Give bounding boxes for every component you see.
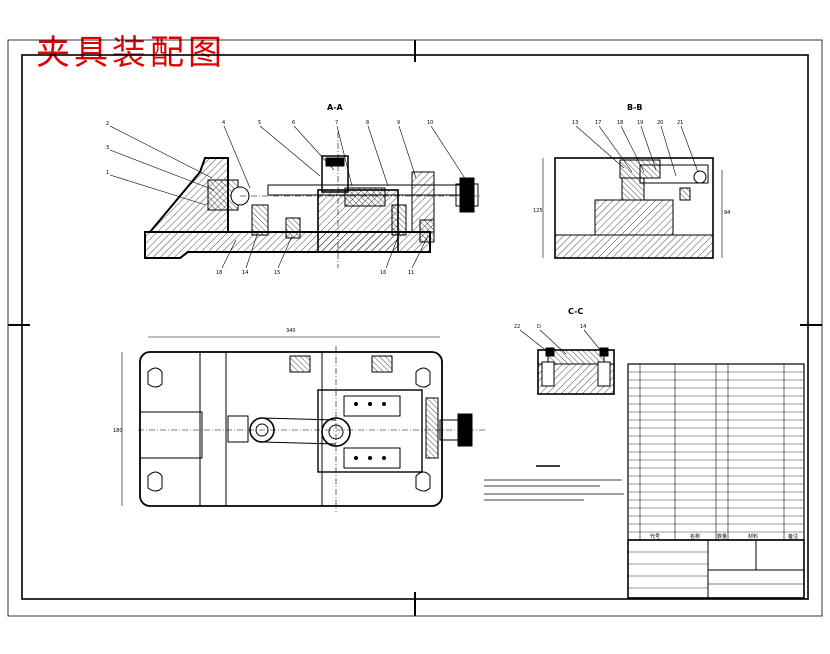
- section-bb-view: [554, 157, 714, 259]
- section-bb-label: B-B: [627, 103, 643, 112]
- callout-17: 17: [595, 120, 601, 126]
- callout-9: 9: [397, 120, 400, 126]
- callout-7: 7: [335, 120, 338, 126]
- callouts-bb: 13 17 18 19 20 21: [572, 120, 683, 126]
- callout-15: 15: [274, 270, 280, 276]
- section-aa-view: [144, 132, 480, 268]
- callout-4: 4: [222, 120, 225, 126]
- section-aa-label: A-A: [327, 103, 344, 112]
- callout-19: 19: [637, 120, 643, 126]
- header-material: 材料: [748, 533, 758, 540]
- plan-small-holes: [354, 402, 386, 460]
- callout-13: 13: [572, 120, 578, 126]
- sheet-inner-border: [21, 54, 809, 600]
- technical-requirements-block: [484, 465, 624, 501]
- header-code: 代号: [650, 533, 660, 540]
- title-block: [627, 539, 805, 599]
- callout-22: 22: [514, 324, 520, 330]
- callout-18: 18: [216, 270, 222, 276]
- callout-8: 8: [366, 120, 369, 126]
- callout-20: 20: [657, 120, 663, 126]
- header-remarks: 备注: [788, 533, 798, 540]
- leader-lines-cc: [519, 329, 603, 355]
- bb-dim-left: 125: [533, 208, 543, 214]
- callout-5: 5: [258, 120, 261, 126]
- parts-list-headers: 代号 名称 数量 材料 备注: [650, 533, 798, 540]
- section-cc-label: C-C: [568, 307, 583, 316]
- callout-14b: 14: [580, 324, 586, 330]
- callout-10: 10: [427, 120, 433, 126]
- callout-21: 21: [677, 120, 683, 126]
- callout-6: 6: [292, 120, 295, 126]
- callout-14: 14: [242, 270, 248, 276]
- sheet-outer-border: [7, 39, 823, 617]
- callout-11: 11: [408, 270, 414, 276]
- callout-16: 16: [380, 270, 386, 276]
- header-qty: 数量: [717, 533, 727, 540]
- header-name: 名称: [690, 533, 700, 540]
- plan-view: [138, 346, 486, 512]
- plan-dim-height: 180: [113, 428, 123, 434]
- drawing-title: 夹具装配图: [36, 33, 226, 73]
- callout-18b: 18: [617, 120, 623, 126]
- plan-dim-width: 340: [286, 328, 296, 334]
- parts-list-table: [627, 363, 805, 541]
- section-cc-view: [537, 347, 615, 395]
- leader-lines-bb: [575, 125, 699, 177]
- callouts-cc: 22 D 14: [514, 324, 586, 330]
- callout-3: 3: [106, 145, 109, 151]
- centering-marks: [8, 40, 822, 616]
- callouts-aa-top: 2 3 1 4 5 6 7 8 9 10: [106, 120, 433, 176]
- leader-lines-aa: [109, 125, 467, 269]
- callouts-aa-bottom: 18 14 15 16 11: [216, 270, 414, 276]
- callout-D: D: [537, 324, 541, 330]
- callout-2: 2: [106, 121, 109, 127]
- bb-dimension-lines: [542, 158, 723, 258]
- callout-1: 1: [106, 170, 109, 176]
- bb-dim-right: 94: [724, 210, 730, 216]
